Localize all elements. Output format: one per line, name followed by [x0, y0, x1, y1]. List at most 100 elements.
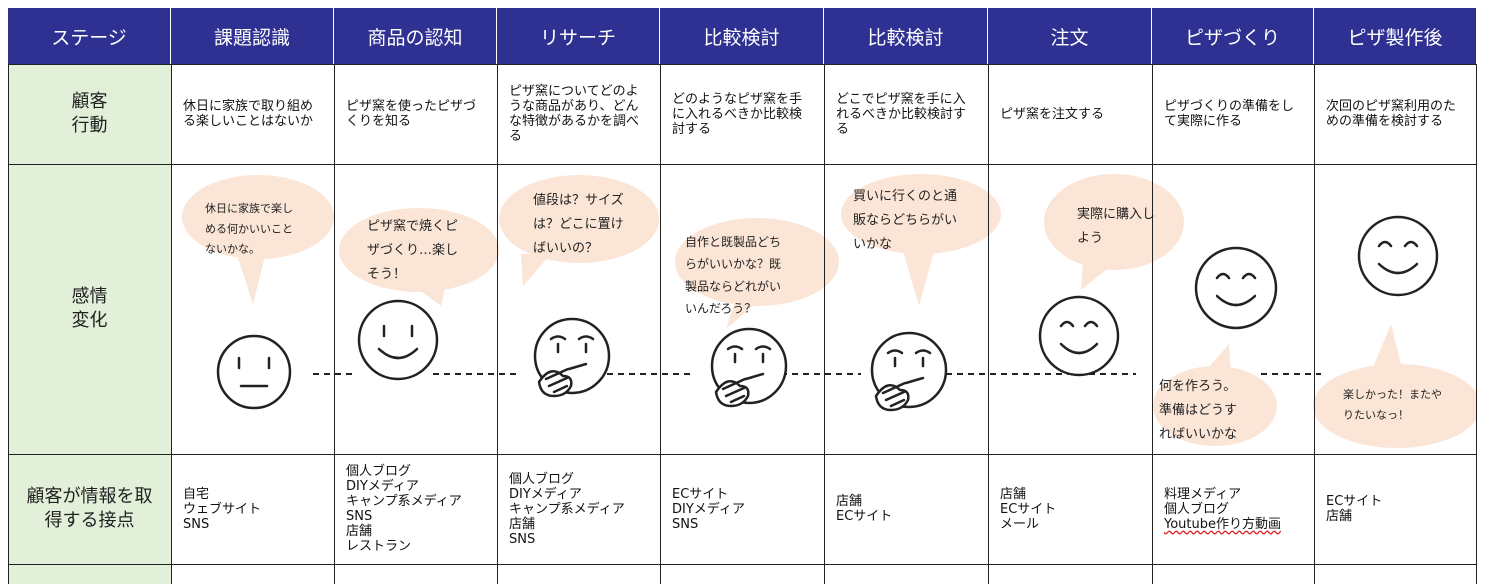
- emotion-graph: 休日に家族で楽しめる何かいいことないかな。 ピザ窯で焼くピザづくり…楽しそう！ …: [182, 174, 1476, 448]
- bubble-line: ばいいの？: [533, 241, 598, 256]
- bubble-text: 買いに行くのと通販ならどちらがいいかな: [853, 189, 957, 252]
- bubble-line: いかな: [853, 237, 892, 252]
- touchpoint-item: 自宅: [183, 486, 210, 502]
- touchpoint-item: SNS: [346, 509, 373, 524]
- bubble-line: らがいいかな？既: [685, 256, 781, 271]
- grid-vertical-line: [988, 64, 989, 584]
- touchpoint-item: メール: [1000, 516, 1040, 532]
- bubble-line: ればいいかな: [1159, 427, 1237, 442]
- touchpoint-item: 店舗: [1326, 509, 1353, 524]
- touchpoint-item: SNS: [509, 531, 536, 547]
- touchpoint-item: 個人ブログ: [1164, 501, 1230, 517]
- bubble-line: よう: [1077, 231, 1103, 246]
- grid-vertical-line: [1476, 64, 1477, 584]
- happy-face-icon: [1194, 246, 1278, 330]
- grid-horizontal-line: [8, 564, 1477, 565]
- touchpoint-cell: ECサイト店舗: [1314, 454, 1476, 564]
- bubble-text: 楽しかった！またやりたいなっ！: [1343, 388, 1442, 421]
- grid-vertical-line: [824, 64, 825, 584]
- header-stage: ピザづくり: [1152, 8, 1314, 64]
- touchpoint-item: 個人ブログ: [509, 471, 575, 487]
- thinking-face-icon: [710, 327, 788, 408]
- speech-bubble: [1313, 324, 1476, 448]
- grid-vertical-line: [334, 64, 335, 584]
- speech-bubble: [339, 208, 499, 306]
- bubble-line: そう！: [367, 267, 406, 282]
- touchpoint-item: Youtube作り方動画: [1164, 516, 1281, 532]
- bubble-text: 実際に購入しよう: [1077, 206, 1155, 246]
- bubble-line: ピザ窯で焼くピ: [367, 219, 458, 234]
- neutral-face-icon: [216, 334, 292, 410]
- row-label-emotion: 感情 変化: [8, 164, 171, 454]
- bubble-line: 値段は？サイズ: [533, 192, 624, 208]
- row-label-touchpoints: 顧客が情報を取 得する接点: [8, 454, 171, 564]
- speech-bubble: [841, 174, 1001, 306]
- speech-bubble: [182, 175, 334, 304]
- bubble-line: 販ならどちらがい: [853, 213, 957, 228]
- bubble-line: ザづくり…楽し: [367, 242, 458, 258]
- grid-horizontal-line: [8, 454, 1477, 455]
- touchpoint-item: ECサイト: [836, 509, 893, 524]
- bubble-text: ピザ窯で焼くピザづくり…楽しそう！: [367, 219, 458, 282]
- touchpoint-item: ECサイト: [1000, 501, 1057, 517]
- bubble-text: 自作と既製品どちらがいいかな？既製品ならどれがいいんだろう？: [685, 235, 781, 316]
- behavior-cell: どこでピザ窯を手に入れるべきか比較検討する: [836, 91, 967, 137]
- touchpoint-item: DIYメディア: [346, 479, 419, 494]
- grid-horizontal-line: [8, 64, 1477, 65]
- touchpoint-item: DIYメディア: [509, 486, 582, 502]
- header-stage: 注文: [988, 8, 1152, 64]
- bubble-line: める何かいいこと: [205, 222, 293, 235]
- bubble-text: 休日に家族で楽しめる何かいいことないかな。: [205, 201, 293, 256]
- grid-vertical-line: [171, 64, 172, 584]
- behavior-cell: ピザづくりの準備をして実際に作る: [1164, 99, 1295, 129]
- speech-bubble: [1153, 344, 1277, 446]
- behavior-cell: どのようなピザ窯を手に入れるべきか比較検討する: [672, 91, 803, 137]
- bubble-line: 製品ならどれがい: [685, 278, 781, 293]
- bubble-line: いんだろう？: [685, 302, 756, 316]
- bubble-text: 値段は？サイズは？どこに置けばいいの？: [533, 192, 624, 256]
- speech-bubble: [1044, 174, 1184, 290]
- header-stage: 商品の認知: [334, 8, 497, 64]
- grid-vertical-line: [1152, 64, 1153, 584]
- touchpoint-item: キャンプ系メディア: [346, 494, 462, 509]
- touchpoint-item: ウェブサイト: [183, 501, 262, 517]
- bubble-line: 休日に家族で楽し: [205, 201, 293, 215]
- touchpoint-item: 個人ブログ: [346, 464, 412, 479]
- grid-horizontal-line: [8, 164, 1477, 165]
- bubble-line: 準備はどうす: [1159, 402, 1237, 418]
- touchpoint-item: SNS: [672, 516, 699, 532]
- behavior-cell: ピザ窯についてどのような商品があり、どんな特徴があるかを調べる: [509, 84, 640, 144]
- touchpoint-item: 店舗: [509, 516, 536, 532]
- touchpoint-item: 料理メディア: [1164, 486, 1242, 502]
- behavior-cell: ピザ窯を注文する: [1000, 106, 1105, 122]
- bubble-line: 自作と既製品どち: [685, 235, 781, 249]
- bubble-line: 楽しかった！またや: [1343, 388, 1442, 401]
- touchpoint-item: ECサイト: [1326, 494, 1383, 509]
- touchpoint-item: 店舗: [346, 524, 373, 539]
- thinking-face-icon: [870, 331, 948, 412]
- speech-bubble: [675, 218, 839, 329]
- speech-bubble: [499, 175, 659, 286]
- touchpoint-item: DIYメディア: [672, 501, 745, 517]
- touchpoint-item: 店舗: [836, 494, 863, 509]
- thinking-face-icon: [533, 317, 611, 398]
- smile-face-icon: [1038, 295, 1120, 377]
- behavior-cell: 休日に家族で取り組める楽しいことはないか: [183, 99, 314, 129]
- header-stage: リサーチ: [497, 8, 660, 64]
- grid-vertical-line: [497, 64, 498, 584]
- grid-vertical-line: [1314, 64, 1315, 584]
- next-row-partial: [343, 571, 443, 577]
- bubble-line: 何を作ろう。: [1159, 378, 1236, 394]
- happy-face-icon: [1357, 215, 1439, 297]
- header-stage-label: ステージ: [8, 8, 171, 64]
- touchpoint-item: キャンプ系メディア: [509, 501, 625, 517]
- grid-vertical-line: [660, 64, 661, 584]
- touchpoint-item: レストラン: [346, 539, 412, 554]
- row-label-next: [8, 564, 171, 584]
